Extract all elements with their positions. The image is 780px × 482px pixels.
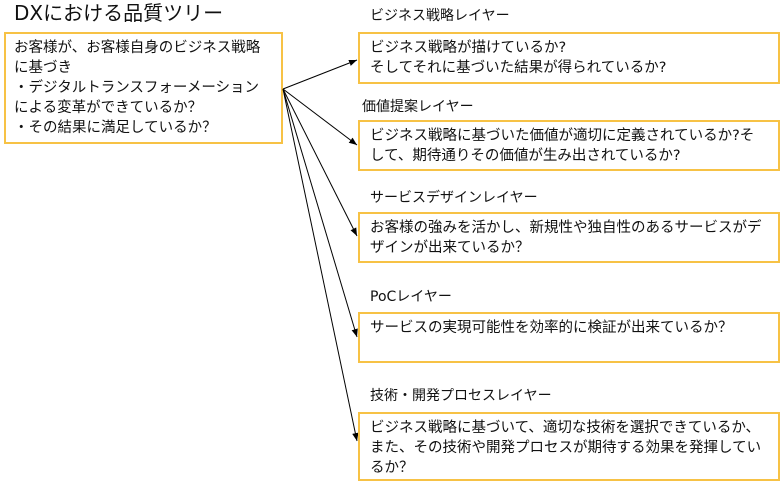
layer-label-poc: PoCレイヤー — [370, 289, 452, 305]
layer-label-service-design: サービスデザインレイヤー — [370, 190, 538, 206]
layer-box-service-design: お客様の強みを活かし、新規性や独自性のあるサービスがデザインが出来ているか？ — [358, 212, 780, 263]
layer-box-business-strategy: ビジネス戦略が描けているか? そしてそれに基づいた結果が得られているか? — [358, 32, 780, 84]
arrow-1 — [282, 59, 358, 90]
arrow-3 — [282, 88, 358, 237]
arrow-5 — [282, 88, 359, 442]
root-box: お客様が、お客様自身のビジネス戦略に基づき ・デジタルトランスフォーメーションに… — [4, 32, 283, 144]
diagram-title: DXにおける品質ツリー — [14, 1, 224, 25]
arrow-2 — [282, 88, 358, 146]
layer-label-value-proposition: 価値提案レイヤー — [362, 99, 474, 115]
layer-box-value-proposition: ビジネス戦略に基づいた価値が適切に定義されているか?そして、期待通りその価値が生… — [358, 120, 780, 171]
layer-box-tech-dev-process: ビジネス戦略に基づいて、適切な技術を選択できているか、また、その技術や開発プロセ… — [358, 412, 780, 481]
layer-box-poc: サービスの実現可能性を効率的に検証が出来ているか？ — [358, 312, 780, 363]
arrow-4 — [282, 88, 358, 338]
layer-label-tech-dev-process: 技術・開発プロセスレイヤー — [370, 388, 552, 404]
layer-label-business-strategy: ビジネス戦略レイヤー — [370, 8, 510, 24]
